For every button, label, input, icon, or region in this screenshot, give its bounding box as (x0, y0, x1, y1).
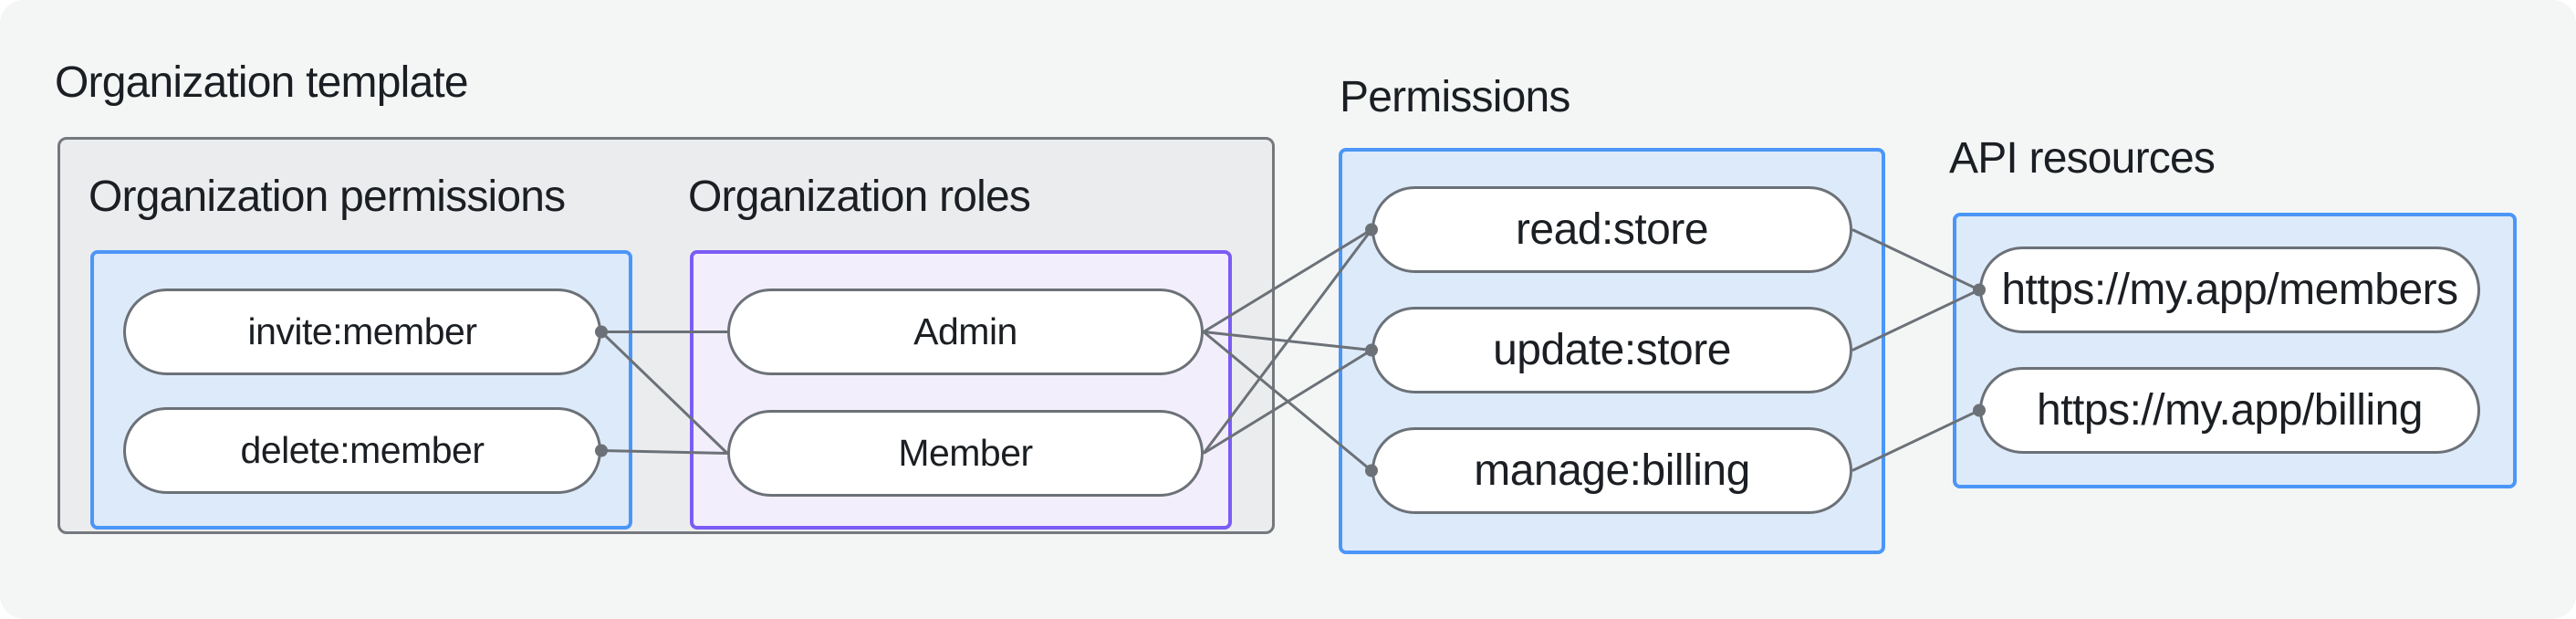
node-api-members: https://my.app/members (1979, 247, 2480, 333)
node-read-store: read:store (1371, 186, 1852, 273)
permissions-box: read:store update:store manage:billing (1339, 148, 1885, 554)
node-member: Member (727, 410, 1204, 497)
organization-template-box: Organization permissions Organization ro… (57, 137, 1275, 534)
node-api-billing: https://my.app/billing (1979, 367, 2480, 454)
permissions-label: Permissions (1340, 73, 1570, 121)
node-manage-billing: manage:billing (1371, 427, 1852, 514)
organization-template-label: Organization template (55, 58, 469, 107)
api-resources-label: API resources (1949, 134, 2216, 183)
node-invite-member: invite:member (123, 289, 601, 375)
organization-roles-box: Admin Member (690, 250, 1232, 530)
organization-roles-label: Organization roles (688, 173, 1031, 221)
node-admin: Admin (727, 289, 1204, 375)
node-update-store: update:store (1371, 307, 1852, 393)
organization-permissions-label: Organization permissions (89, 173, 566, 221)
api-resources-box: https://my.app/members https://my.app/bi… (1953, 213, 2517, 488)
node-delete-member: delete:member (123, 407, 601, 494)
organization-permissions-box: invite:member delete:member (90, 250, 632, 530)
